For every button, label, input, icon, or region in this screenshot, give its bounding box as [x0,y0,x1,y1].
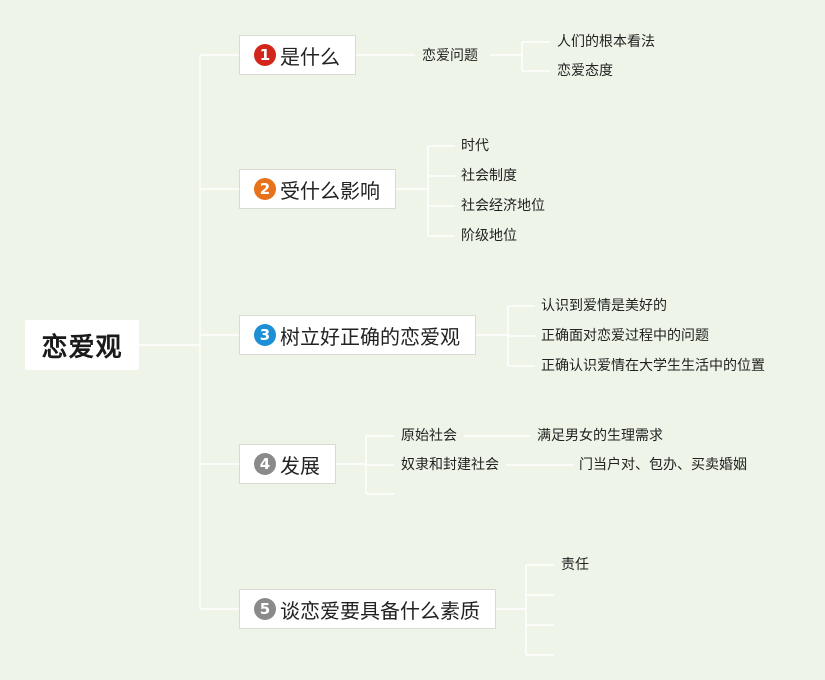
priority-3-icon: 3 [254,324,276,346]
topic-3-label: 树立好正确的恋爱观 [280,324,460,349]
priority-4-icon: 4 [254,453,276,475]
t2-subtopic-3[interactable]: 社会经济地位 [461,198,545,214]
priority-5-icon: 5 [254,598,276,620]
topic-4[interactable]: 4 发展 [239,444,336,484]
topic-3[interactable]: 3 树立好正确的恋爱观 [239,315,476,355]
t3-subtopic-3[interactable]: 正确认识爱情在大学生生活中的位置 [541,358,765,374]
t2-subtopic-1[interactable]: 时代 [461,138,489,154]
priority-2-icon: 2 [254,178,276,200]
topic-2-label: 受什么影响 [280,178,380,203]
t4-subtopic-1-child-1[interactable]: 满足男女的生理需求 [537,428,663,444]
t4-subtopic-2-child-1[interactable]: 门当户对、包办、买卖婚姻 [579,457,747,473]
t5-subtopic-1[interactable]: 责任 [561,557,589,573]
t2-subtopic-4[interactable]: 阶级地位 [461,228,517,244]
priority-1-icon: 1 [254,44,276,66]
t1-subtopic-1-child-1[interactable]: 人们的根本看法 [557,34,655,50]
topic-1[interactable]: 1 是什么 [239,35,356,75]
topic-5[interactable]: 5 谈恋爱要具备什么素质 [239,589,496,629]
t1-subtopic-1[interactable]: 恋爱问题 [422,48,478,64]
t4-subtopic-2[interactable]: 奴隶和封建社会 [401,457,499,473]
topic-4-label: 发展 [280,453,320,478]
t4-subtopic-1[interactable]: 原始社会 [401,428,457,444]
t3-subtopic-1[interactable]: 认识到爱情是美好的 [541,298,667,314]
topic-1-label: 是什么 [280,44,340,69]
root-topic[interactable]: 恋爱观 [25,320,139,370]
topic-2[interactable]: 2 受什么影响 [239,169,396,209]
t1-subtopic-1-child-2[interactable]: 恋爱态度 [557,63,613,79]
topic-5-label: 谈恋爱要具备什么素质 [280,598,480,623]
t3-subtopic-2[interactable]: 正确面对恋爱过程中的问题 [541,328,709,344]
t2-subtopic-2[interactable]: 社会制度 [461,168,517,184]
